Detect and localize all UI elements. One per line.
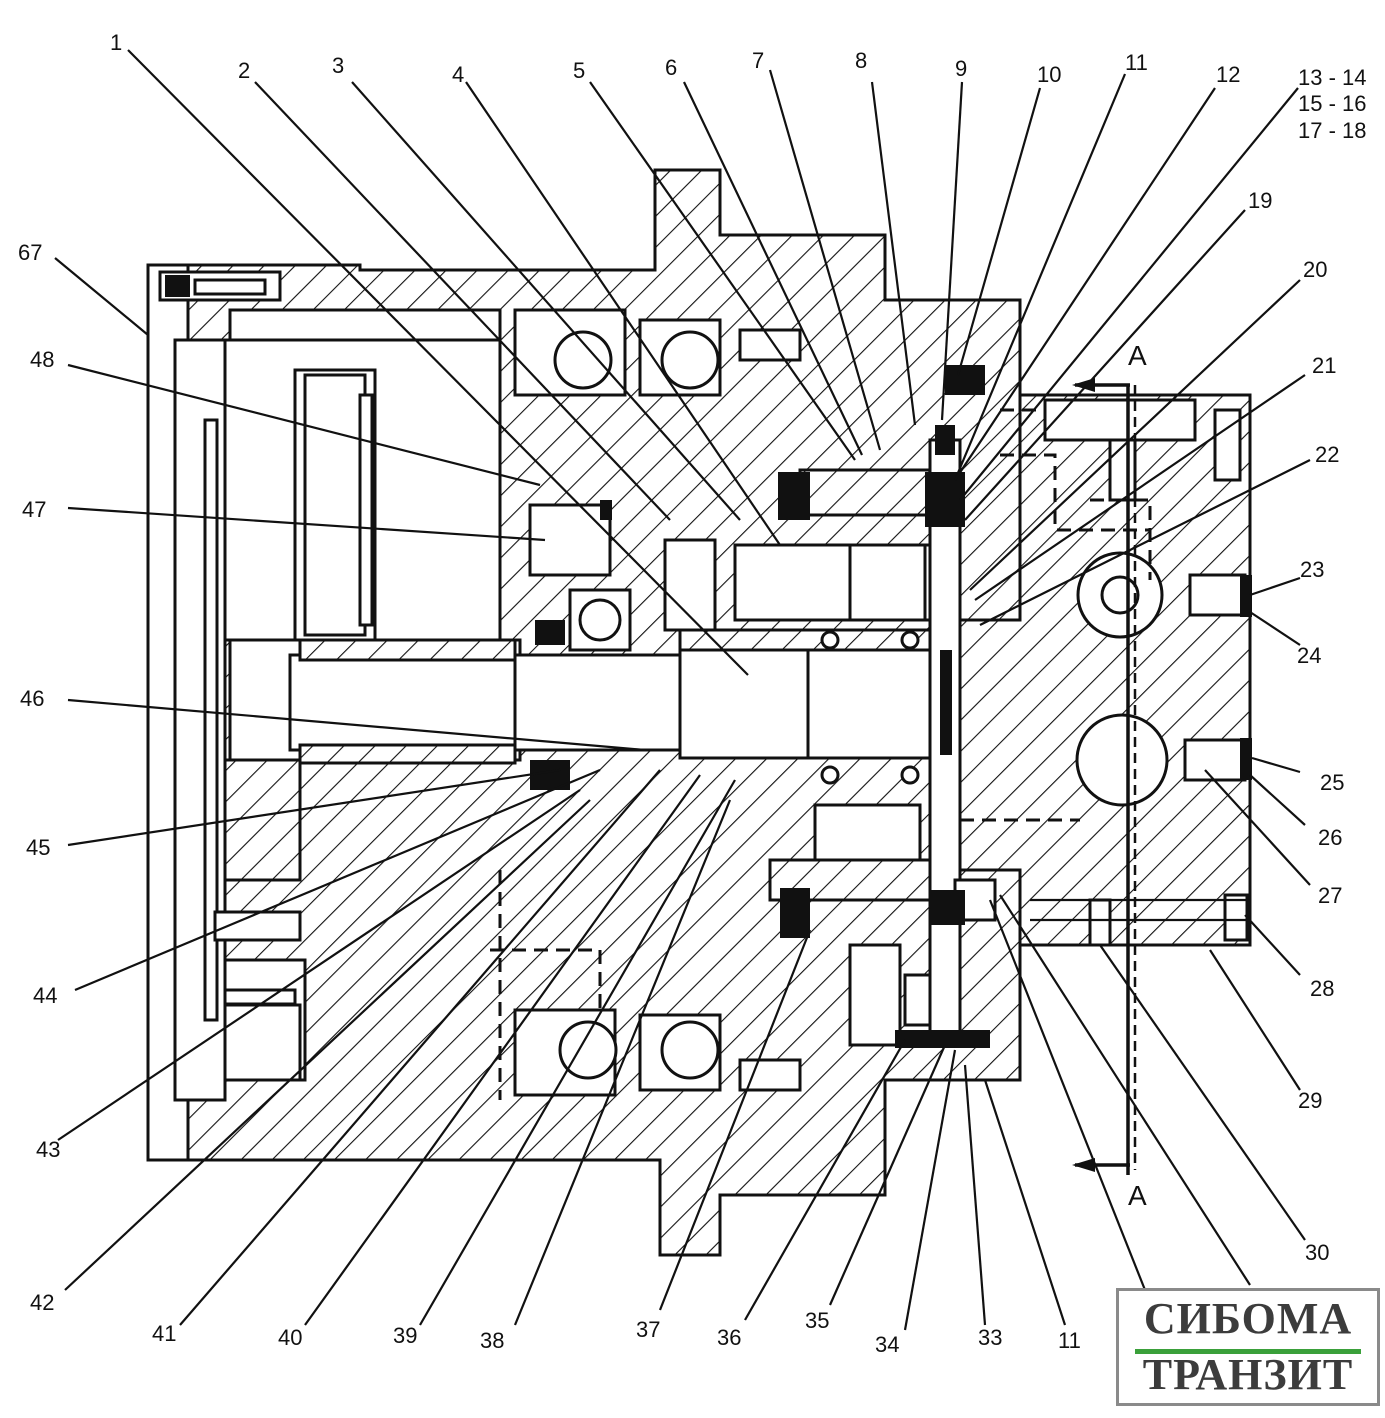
callout-44: 44 bbox=[33, 983, 57, 1008]
callout-27: 27 bbox=[1318, 883, 1342, 908]
callout-8: 8 bbox=[855, 48, 867, 73]
callout-15-16: 15 - 16 bbox=[1298, 91, 1367, 116]
callout-47: 47 bbox=[22, 497, 46, 522]
logo-line-1: СИБОМА bbox=[1143, 1294, 1353, 1343]
logo-accent-bar bbox=[1135, 1349, 1361, 1354]
callout-25: 25 bbox=[1320, 770, 1344, 795]
logo-line-2: ТРАНЗИТ bbox=[1142, 1350, 1354, 1399]
callout-45: 45 bbox=[26, 835, 50, 860]
callout-37: 37 bbox=[636, 1317, 660, 1342]
leader-lines bbox=[54, 49, 1311, 1331]
seals bbox=[530, 365, 990, 1048]
callout-5: 5 bbox=[573, 58, 585, 83]
sibomatransit-logo: СИБОМА ТРАНЗИТ bbox=[1116, 1288, 1380, 1406]
callout-41: 41 bbox=[152, 1321, 176, 1346]
callout-34: 34 bbox=[875, 1332, 899, 1357]
callout-17-18: 17 - 18 bbox=[1298, 118, 1367, 143]
callout-1: 1 bbox=[110, 30, 122, 55]
callout-67: 67 bbox=[18, 240, 42, 265]
callout-24: 24 bbox=[1297, 643, 1321, 668]
callout-labels: 1 2 3 4 5 6 7 8 9 10 11 12 13 - 14 15 - … bbox=[18, 30, 1367, 1357]
callout-39: 39 bbox=[393, 1323, 417, 1348]
callout-28: 28 bbox=[1310, 976, 1334, 1001]
callout-20: 20 bbox=[1303, 257, 1327, 282]
callout-46: 46 bbox=[20, 686, 44, 711]
callout-29: 29 bbox=[1298, 1088, 1322, 1113]
callout-22: 22 bbox=[1315, 442, 1339, 467]
callout-4: 4 bbox=[452, 62, 464, 87]
callout-21: 21 bbox=[1312, 353, 1336, 378]
section-a-marks: A A bbox=[1072, 340, 1147, 1211]
callout-6: 6 bbox=[665, 55, 677, 80]
callout-11-top: 11 bbox=[1125, 50, 1148, 75]
callout-36: 36 bbox=[717, 1325, 741, 1350]
callout-42: 42 bbox=[30, 1290, 54, 1315]
callout-10: 10 bbox=[1037, 62, 1061, 87]
callout-40: 40 bbox=[278, 1325, 302, 1350]
callout-26: 26 bbox=[1318, 825, 1342, 850]
callout-13-14: 13 - 14 bbox=[1298, 65, 1367, 90]
section-mark-top: A bbox=[1128, 340, 1147, 371]
callout-19: 19 bbox=[1248, 188, 1272, 213]
callout-35: 35 bbox=[805, 1308, 829, 1333]
callout-11-bottom: 11 bbox=[1058, 1328, 1081, 1353]
callout-38: 38 bbox=[480, 1328, 504, 1353]
callout-9: 9 bbox=[955, 56, 967, 81]
dashed-passages bbox=[490, 385, 1152, 1170]
callout-43: 43 bbox=[36, 1137, 60, 1162]
callout-7: 7 bbox=[752, 48, 764, 73]
section-mark-bottom: A bbox=[1128, 1180, 1147, 1211]
callout-23: 23 bbox=[1300, 557, 1324, 582]
callout-3: 3 bbox=[332, 53, 344, 78]
callout-12: 12 bbox=[1216, 62, 1240, 87]
callout-48: 48 bbox=[30, 347, 54, 372]
callout-30: 30 bbox=[1305, 1240, 1329, 1265]
callout-2: 2 bbox=[238, 58, 250, 83]
callout-33: 33 bbox=[978, 1325, 1002, 1350]
